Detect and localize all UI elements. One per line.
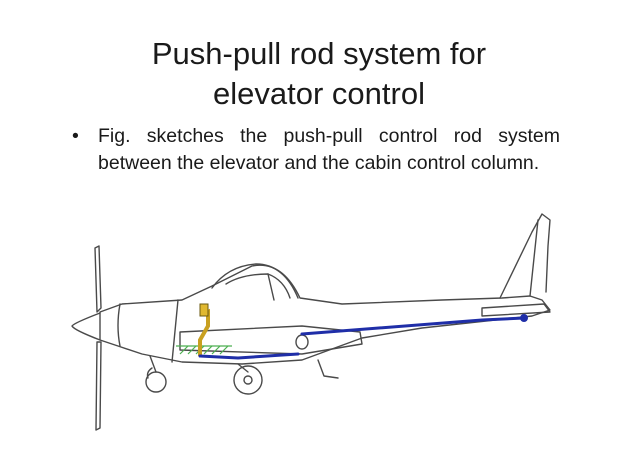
canopy-frame-rear <box>267 273 291 299</box>
propeller-lower-blade <box>95 341 102 431</box>
fuselage-outline <box>99 264 551 365</box>
title-line-2: elevator control <box>213 76 425 111</box>
bullet-list: • Fig. sketches the push-pull control ro… <box>72 123 560 177</box>
main-gear-wheel <box>233 365 263 395</box>
bullet-dot: • <box>72 125 79 147</box>
horizontal-stabilizer <box>481 303 551 317</box>
push-pull-rod <box>198 314 528 360</box>
rudder-line <box>529 219 539 297</box>
control-column <box>198 303 210 356</box>
nose-gear-wheel <box>145 371 167 393</box>
wing-root-fairing <box>295 334 309 350</box>
bullet-text: Fig. sketches the push-pull control rod … <box>98 125 560 174</box>
canopy-frame <box>225 273 275 301</box>
bullet-item: • Fig. sketches the push-pull control ro… <box>72 123 560 177</box>
main-gear-hub <box>243 375 253 385</box>
step-bar <box>317 359 339 379</box>
firewall-line <box>171 299 179 363</box>
vertical-tail <box>499 213 551 299</box>
title-line-1: Push-pull rod system for <box>151 36 487 71</box>
canopy-outline <box>211 263 299 299</box>
wing-outline <box>179 325 363 355</box>
aircraft-sideview-diagram-icon <box>71 213 551 431</box>
spinner <box>71 312 101 341</box>
cabin-floor-hatch <box>176 345 232 355</box>
propeller-upper-blade <box>94 245 102 313</box>
main-gear-strut <box>237 363 249 373</box>
slide-title: Push-pull rod system for elevator contro… <box>0 34 638 114</box>
cowling-line <box>117 303 121 347</box>
nose-gear-strut <box>149 355 157 373</box>
